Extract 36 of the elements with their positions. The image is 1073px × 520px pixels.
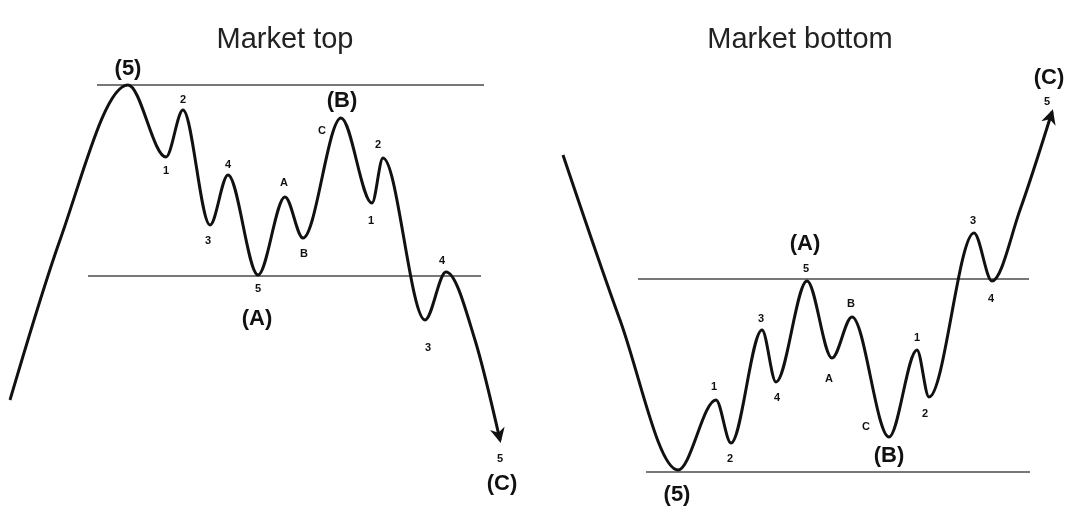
subwave-label: 2 [374,138,382,150]
subwave-label: 3 [424,341,432,353]
subwave-label: 4 [438,254,446,266]
panel-title: Market top [216,23,354,53]
subwave-label: 1 [913,331,921,343]
wave-label: (C) [1033,66,1065,88]
panel-title: Market bottom [707,23,893,53]
wave-label: (B) [873,444,905,466]
subwave-label: 1 [710,380,718,392]
subwave-label: C [318,124,326,136]
subwave-label: 3 [757,312,765,324]
subwave-label: 3 [204,234,212,246]
subwave-label: C [862,420,870,432]
subwave-label: 2 [726,452,734,464]
wave-label: (C) [486,472,518,494]
subwave-label: 3 [969,214,977,226]
wave-label: (A) [789,232,821,254]
subwave-label: 2 [921,407,929,419]
subwave-label: B [300,247,308,259]
subwave-label: 4 [773,391,781,403]
wave-label: (A) [241,307,273,329]
wave-label: (5) [114,57,142,79]
subwave-label: A [825,372,833,384]
subwave-label: 4 [224,158,232,170]
subwave-label: 5 [254,282,262,294]
subwave-label: 1 [162,164,170,176]
wave-label: (B) [326,89,358,111]
wave-label: (5) [663,483,691,505]
subwave-label: A [280,176,288,188]
subwave-label: 1 [367,214,375,226]
subwave-label: 4 [987,292,995,304]
subwave-label: 5 [802,262,810,274]
subwave-label: B [847,297,855,309]
subwave-label: 5 [496,452,504,464]
subwave-label: 2 [179,93,187,105]
subwave-label: 5 [1043,95,1051,107]
